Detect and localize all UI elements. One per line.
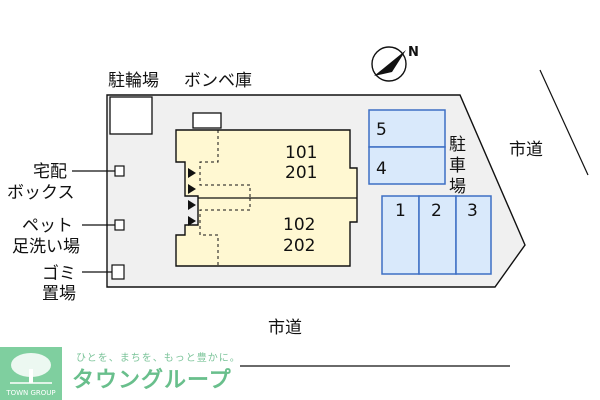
parking-right-column: 5 4 <box>368 109 446 185</box>
parking-space-3-label: 3 <box>467 201 478 221</box>
parking-space-2-label: 2 <box>431 201 442 221</box>
parking-label-2: 車 <box>449 156 466 176</box>
parking-label-3: 場 <box>449 177 466 197</box>
garbage-marker <box>111 264 125 280</box>
brand-logo: TOWN GROUP <box>0 347 62 400</box>
gas-cylinder-storage-area <box>192 112 222 129</box>
unit-label-102: 102 <box>283 215 315 235</box>
parking-space-2 <box>418 195 457 275</box>
compass-needle <box>374 50 406 76</box>
parking-space-5 <box>368 109 446 148</box>
unit-label-202: 202 <box>283 236 315 256</box>
brand-name: タウングループ <box>72 368 232 393</box>
road-edge-line <box>539 69 589 176</box>
pet-wash-label-line2: 足洗い場 <box>12 237 80 257</box>
pet-wash-label-line1: ペット <box>22 216 73 236</box>
entrance-arrow <box>188 200 196 210</box>
building-dashed-line-lower <box>199 198 251 266</box>
delivery-box-marker <box>114 165 125 177</box>
bicycle-parking-label: 駐輪場 <box>108 71 159 91</box>
unit-label-101: 101 <box>285 143 317 163</box>
parking-space-5-label: 5 <box>376 120 387 140</box>
parking-space-1-label: 1 <box>395 201 406 221</box>
gas-cylinder-storage-label: ボンベ庫 <box>184 71 252 91</box>
unit-label-201: 201 <box>285 163 317 183</box>
delivery-box-label-line1: 宅配 <box>33 162 67 182</box>
bicycle-parking-area <box>109 96 153 135</box>
garbage-label-line1: ゴミ <box>42 263 76 284</box>
building: 101 201 102 202 <box>175 129 358 267</box>
parking-space-4-label: 4 <box>376 159 387 179</box>
parking-label-1: 駐 <box>449 135 466 155</box>
building-dashed-line-upper <box>199 130 251 198</box>
entrance-arrow <box>188 168 196 178</box>
entrance-arrow <box>188 216 196 226</box>
tree-icon <box>10 353 52 384</box>
entrance-arrow <box>188 184 196 194</box>
parking-space-4 <box>368 146 446 185</box>
brand-logo-text: TOWN GROUP <box>6 389 56 397</box>
city-road-right-label: 市道 <box>509 140 543 160</box>
compass-north-label: N <box>408 45 419 60</box>
parking-space-3 <box>455 195 492 275</box>
city-road-bottom-label: 市道 <box>268 318 302 338</box>
garbage-label-line2: 置場 <box>42 284 76 304</box>
parking-bottom-row: 1 2 3 <box>381 195 492 275</box>
brand-tagline: ひとを、まちを、もっと豊かに。 <box>76 353 241 364</box>
compass: N <box>371 45 419 82</box>
pet-wash-marker <box>114 219 125 231</box>
delivery-box-label-line2: ボックス <box>7 183 75 203</box>
